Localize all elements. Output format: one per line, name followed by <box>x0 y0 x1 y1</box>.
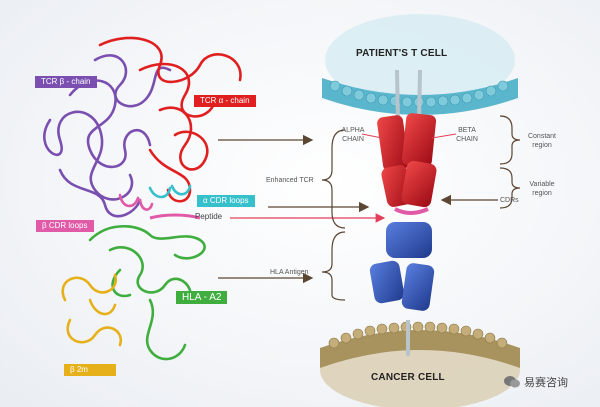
cdr-contact <box>394 207 429 215</box>
hla-antigen-label: HLA Antigen <box>270 269 309 276</box>
variable-region-line-1: Variable <box>529 181 555 188</box>
alpha-chain-line-2: CHAIN <box>342 136 364 143</box>
brace-variable <box>499 167 521 209</box>
variable-region-label: Variable region <box>522 180 562 198</box>
watermark-text: 易赛咨询 <box>524 376 568 389</box>
cancer-cell-membrane <box>320 321 520 407</box>
cdrs-label: CDRs <box>500 197 519 204</box>
enhanced-tcr-label: Enhanced TCR <box>266 177 314 184</box>
brace-constant <box>499 115 521 165</box>
watermark: 易赛咨询 <box>504 374 568 390</box>
beta-cdr-loops-tag: β CDR loops <box>36 220 94 232</box>
hla-a2-ribbon <box>88 225 206 361</box>
braces <box>321 115 521 301</box>
tcr-alpha-ribbon <box>98 36 242 203</box>
tcr-stalks <box>395 69 422 356</box>
variable-region-line-2: region <box>532 190 552 197</box>
tcr-constant-region <box>377 113 437 171</box>
alpha-chain-label: ALPHA CHAIN <box>338 126 368 144</box>
peptide-label: Peptide <box>195 212 223 221</box>
tcr-variable-region <box>381 160 437 208</box>
alpha-cdr-ribbon <box>148 184 192 199</box>
beta-cdr-ribbon <box>118 193 154 211</box>
wechat-icon <box>504 376 520 388</box>
brace-enhanced-tcr <box>321 129 346 229</box>
b2m-ribbon <box>61 273 123 347</box>
constant-region-label: Constant region <box>522 132 562 150</box>
connector-arrows <box>218 134 498 284</box>
hla-a2-tag: HLA - A2 <box>176 291 228 304</box>
beta-2m-tag: β 2m <box>64 364 116 376</box>
tcr-alpha-chain-tag: TCR α - chain <box>194 95 256 107</box>
alpha-chain-line-1: ALPHA <box>341 127 365 134</box>
beta-chain-line-2: CHAIN <box>456 136 478 143</box>
cancer-cell-label: CANCER CELL <box>371 372 445 383</box>
chain-pointers <box>361 133 457 139</box>
constant-region-line-1: Constant <box>527 133 557 140</box>
hla-antigen-blocks <box>369 222 435 311</box>
brace-hla-antigen <box>321 231 346 301</box>
peptide-ribbon <box>149 213 201 220</box>
beta-chain-line-1: BETA <box>458 127 476 134</box>
alpha-cdr-loops-tag: α CDR loops <box>197 195 255 207</box>
patient-t-cell-label: PATIENT'S T CELL <box>356 48 448 59</box>
tcr-beta-chain-tag: TCR β - chain <box>35 76 97 88</box>
constant-region-line-2: region <box>532 142 552 149</box>
beta-chain-label: BETA CHAIN <box>452 126 482 144</box>
tcr-beta-ribbon <box>43 54 172 218</box>
